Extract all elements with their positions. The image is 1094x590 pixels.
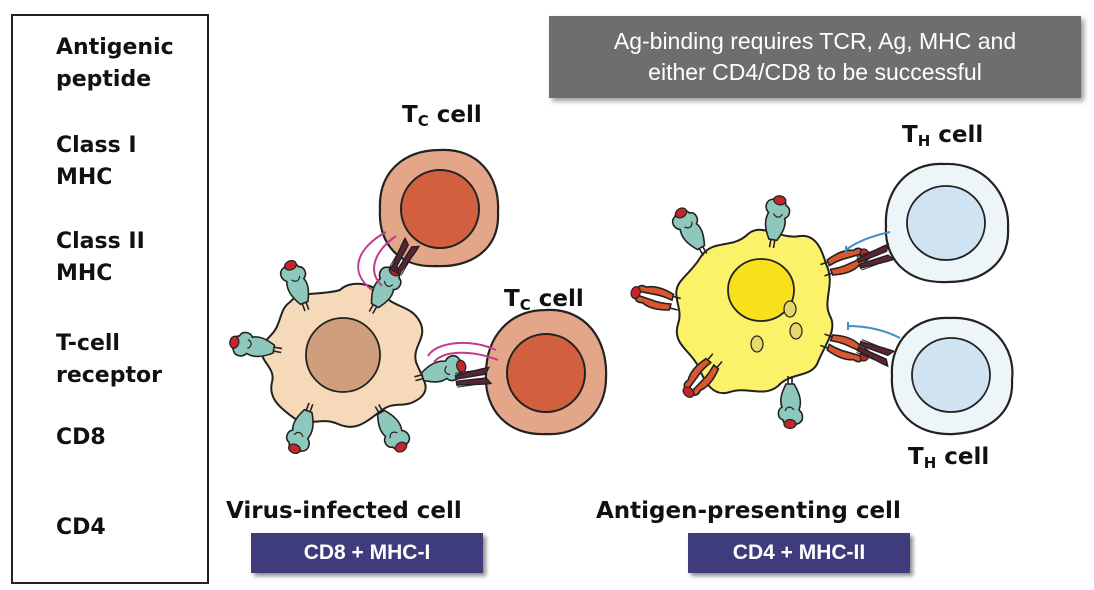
virus-infected-cell-caption: Virus-infected cell: [226, 498, 462, 524]
legend-box: [11, 14, 209, 584]
legend-label-class-i-mhc: Class I MHC: [56, 133, 137, 190]
tc-cell-right-label: TC cell: [504, 286, 584, 314]
antigen-presenting-cell: [675, 228, 834, 395]
tc-cell-top: [378, 148, 500, 268]
requirement-note: Ag-binding requires TCR, Ag, MHC and eit…: [549, 16, 1081, 98]
tc-cell-top-label: TC cell: [402, 102, 482, 130]
antigen-presenting-cell-caption: Antigen-presenting cell: [596, 498, 901, 524]
legend-label-cd8: CD8: [56, 425, 106, 450]
cd4-mhc-ii-tag: CD4 + MHC-II: [688, 533, 910, 573]
legend-label-antigenic-peptide: Antigenic peptide: [56, 35, 174, 92]
note-line-2: either CD4/CD8 to be successful: [648, 59, 982, 85]
th-cell-top: [884, 162, 1010, 284]
th-cell-top-label: TH cell: [902, 122, 984, 150]
legend-label-class-ii-mhc: Class II MHC: [56, 229, 145, 286]
note-line-1: Ag-binding requires TCR, Ag, MHC and: [613, 28, 1017, 54]
tc-cell-right: [484, 308, 608, 436]
cd4-coreceptors: [845, 231, 901, 339]
cd8-mhc-i-tag: CD8 + MHC-I: [251, 533, 483, 573]
legend-label-t-cell-receptor: T-cell receptor: [56, 331, 162, 388]
cd8-coreceptors: [357, 231, 499, 363]
th-cell-bottom-label: TH cell: [908, 444, 990, 472]
th-cell-bottom: [890, 316, 1014, 436]
legend-label-cd4: CD4: [56, 515, 106, 540]
virus-infected-cell: [260, 282, 427, 428]
